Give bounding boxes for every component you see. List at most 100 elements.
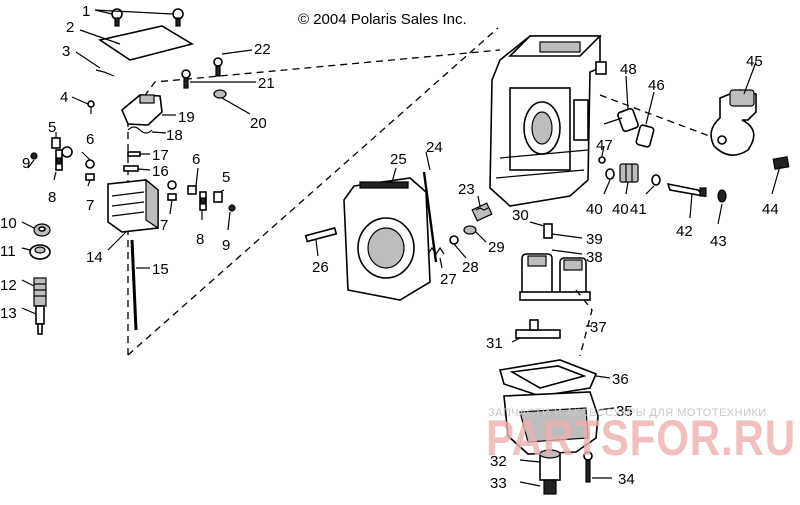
callout-label: 20 [250, 115, 267, 132]
callout-label: 32 [490, 453, 507, 470]
callout-label: 47 [596, 137, 613, 154]
cap-46 [635, 124, 655, 148]
callout-label: 9 [222, 237, 230, 254]
callout-label: 9 [22, 155, 30, 172]
callout-label: 40 [612, 201, 629, 218]
watermark-brand: PARTSFOR.RU [486, 410, 796, 466]
float-assembly [519, 253, 591, 301]
callout-label: 42 [676, 223, 693, 240]
callout-label: 16 [152, 163, 169, 180]
small-fittings-left [27, 132, 95, 187]
small-fittings-right [167, 167, 236, 231]
copyright-text: © 2004 Polaris Sales Inc. [298, 11, 467, 28]
callout-label: 12 [0, 277, 17, 294]
callout-label: 11 [0, 243, 16, 260]
callout-label: 5 [222, 169, 230, 186]
callout-label: 24 [426, 139, 443, 156]
spring-icon [427, 246, 445, 256]
callout-label: 31 [486, 335, 503, 352]
callout-label: 28 [462, 259, 479, 276]
callout-label: 36 [612, 371, 629, 388]
callout-label: 6 [192, 151, 200, 168]
washer-icon [463, 225, 477, 235]
fitting-48 [603, 107, 639, 133]
screw-icon [172, 8, 184, 27]
callout-label: 29 [488, 239, 505, 256]
callout-label: 30 [512, 207, 529, 224]
washer-icon [33, 223, 51, 237]
screw-icon [87, 100, 95, 114]
dashed-group-lines [127, 27, 721, 356]
callout-label: 14 [86, 249, 103, 266]
spring-clip [127, 126, 153, 134]
callout-label: 25 [390, 151, 407, 168]
callout-label: 1 [82, 3, 90, 20]
callout-label: 7 [86, 197, 94, 214]
callout-label: 2 [66, 19, 74, 36]
callout-label: 10 [0, 215, 17, 232]
callout-label: 7 [160, 217, 168, 234]
pin-icon [123, 165, 139, 172]
callout-label: 22 [254, 41, 271, 58]
callout-label: 39 [586, 231, 603, 248]
callout-label: 21 [258, 75, 275, 92]
float-pin [515, 319, 561, 339]
callout-label: 3 [62, 43, 70, 60]
callout-label: 48 [620, 61, 637, 78]
mixture-needle [666, 182, 707, 198]
callout-label: 13 [0, 305, 17, 322]
needle-valve [543, 223, 553, 239]
cover-gasket [95, 69, 115, 77]
o-ring-icon [598, 156, 606, 164]
intake-boot [343, 167, 431, 301]
callout-label: 34 [618, 471, 635, 488]
callout-label: 26 [312, 259, 329, 276]
jet-needle [130, 239, 138, 331]
callout-label: 38 [586, 249, 603, 266]
callout-label: 4 [60, 89, 68, 106]
callout-label: 40 [586, 201, 603, 218]
cover-plate [98, 25, 195, 61]
main-jet-icon [33, 277, 47, 335]
callout-label: 43 [710, 233, 727, 250]
drain-plug [539, 449, 561, 495]
callout-label: 5 [48, 119, 56, 136]
pilot-jet [619, 163, 639, 183]
callout-label: 44 [762, 201, 779, 218]
washer-icon [651, 174, 661, 186]
screw-icon [304, 226, 338, 243]
nut-icon [29, 244, 51, 260]
callout-label: 23 [458, 181, 475, 198]
watermark: ЗАПЧАСТИ И АКСЕССУАРЫ ДЛЯ МОТОТЕХНИКИ PA… [486, 407, 796, 466]
screw-icon [583, 451, 593, 483]
callout-label: 33 [490, 475, 507, 492]
nut-icon [213, 89, 227, 99]
pin-icon [127, 151, 141, 157]
callout-label: 6 [86, 131, 94, 148]
callout-label: 45 [746, 53, 763, 70]
callout-label: 15 [152, 261, 169, 278]
callout-label: 35 [616, 403, 633, 420]
callout-label: 46 [648, 77, 665, 94]
callout-label: 37 [590, 319, 607, 336]
callout-label: 41 [630, 201, 647, 218]
callout-label: 27 [440, 271, 457, 288]
choke-housing [710, 89, 757, 156]
o-ring-icon [449, 235, 459, 245]
screw-icon [772, 156, 790, 170]
left-parts-group [21, 8, 256, 335]
watermark-tagline: ЗАПЧАСТИ И АКСЕССУАРЫ ДЛЯ МОТОТЕХНИКИ [488, 407, 767, 419]
carburetor-body [489, 35, 607, 207]
washer-icon [605, 168, 615, 180]
flange-gasket [422, 171, 438, 263]
callout-label: 18 [166, 127, 183, 144]
callout-label: 19 [178, 109, 195, 126]
float-bowl [503, 391, 599, 455]
callout-label: 8 [48, 189, 56, 206]
callout-label: 17 [152, 147, 169, 164]
callout-label: 8 [196, 231, 204, 248]
plug-icon [717, 189, 727, 203]
